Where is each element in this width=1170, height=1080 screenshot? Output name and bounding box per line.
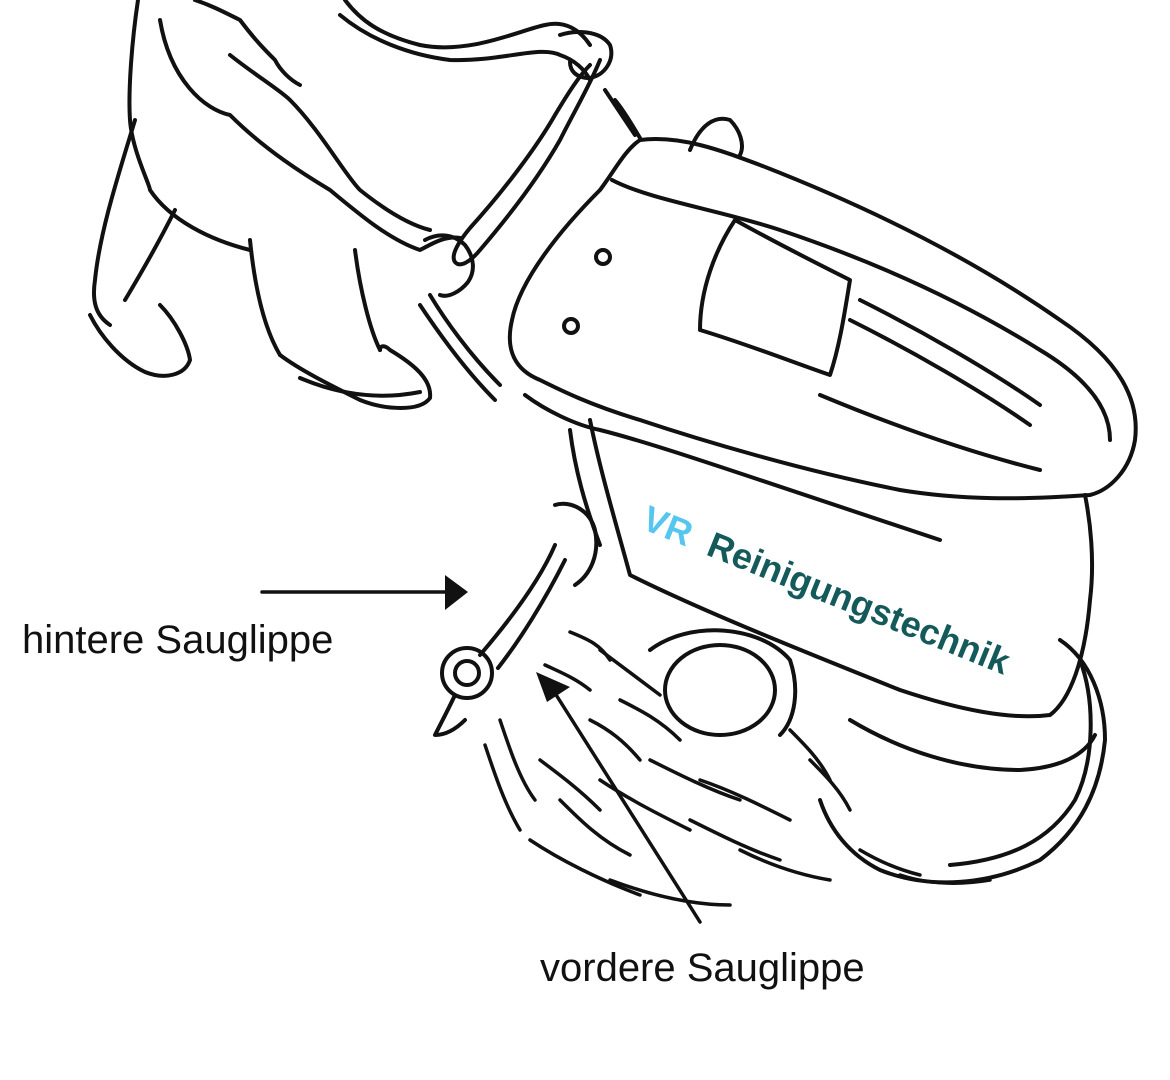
operator-torso <box>127 0 252 252</box>
machine-button-2 <box>562 317 580 335</box>
machine-button-1 <box>594 248 612 266</box>
squeegee-wheel-inner <box>453 659 481 687</box>
arrow-front-squeegee <box>551 688 702 924</box>
squeegee-blade <box>433 693 467 737</box>
arrow-rear-head <box>445 575 468 610</box>
brand-logo: VR Reinigungstechnik <box>637 497 1017 682</box>
operator-back-arm-inner <box>338 13 592 82</box>
operator-sleeve <box>193 0 302 87</box>
machine-tank-ridge-3 <box>818 393 1042 472</box>
operator-leg-right <box>248 238 282 357</box>
squeegee-mount <box>553 501 599 587</box>
callout-arrows <box>260 575 702 924</box>
operator-shoe-right-sole <box>298 376 422 398</box>
machine-control-panel <box>523 393 942 542</box>
machine-tank-ridge-1 <box>858 298 1042 407</box>
operator-leg-right-inner <box>353 248 382 352</box>
machine-tank-ridge-2 <box>848 318 1032 427</box>
machine-tank-cover <box>698 218 852 377</box>
operator-hand-bottom <box>423 233 475 298</box>
handle-assembly <box>418 30 642 402</box>
machine-wheel-arch <box>648 628 798 737</box>
arrow-front-head <box>536 672 570 702</box>
operator-shoe-right <box>278 344 433 410</box>
machine-tank-top <box>507 137 1138 501</box>
machine-handle <box>451 58 602 267</box>
operator-leg-left-inner <box>123 208 177 302</box>
operator-hand-top <box>558 30 614 80</box>
operator-arm-upper <box>158 18 462 252</box>
machine-top-knob <box>688 116 744 157</box>
operator-figure <box>88 0 592 410</box>
operator-leg-left <box>91 118 137 327</box>
scrubber-machine <box>507 116 1138 885</box>
operator-back-arm <box>343 0 592 50</box>
operator-shoe-left <box>88 303 192 378</box>
brand-prefix: VR <box>637 497 699 554</box>
machine-brush-deck <box>848 718 1097 772</box>
label-rear-squeegee: hintere Sauglippe <box>22 618 334 662</box>
machine-base-ring <box>818 638 1107 885</box>
machine-tank-rim <box>610 178 1112 442</box>
svg-text:VR Reinigungstechnik: VR Reinigungstechnik <box>637 497 1017 682</box>
machine-lower-body <box>588 418 1095 719</box>
brand-name: Reinigungstechnik <box>702 524 1017 683</box>
machine-base-ring-inner <box>948 658 1093 867</box>
label-front-squeegee: vordere Sauglippe <box>540 946 865 990</box>
squeegee-wheel-outer <box>440 646 494 700</box>
machine-wheel <box>663 643 777 737</box>
water-marks <box>483 630 992 907</box>
operator-arm-lower <box>228 53 432 232</box>
handle-bar-left <box>418 293 502 402</box>
squeegee-assembly <box>433 501 599 737</box>
handle-bar-right <box>603 88 642 140</box>
squeegee-arm <box>478 543 567 670</box>
